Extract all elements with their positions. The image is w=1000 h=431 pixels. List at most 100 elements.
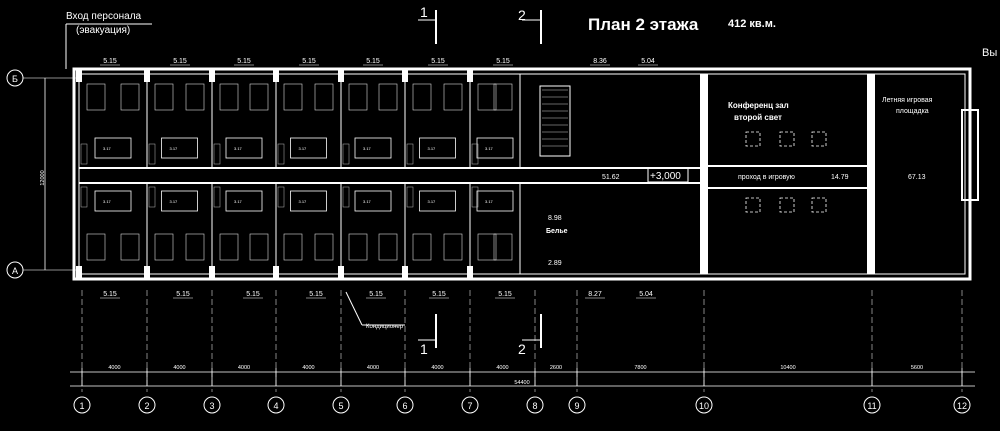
room-cell	[469, 182, 521, 275]
axis-bubble-10	[695, 396, 713, 414]
column-bottom	[209, 266, 215, 278]
axis-label-3: 3	[209, 401, 214, 411]
dim-value: 4000	[496, 365, 508, 371]
bed-right	[120, 233, 140, 261]
room-cell	[146, 182, 213, 275]
bath-area: 3.17	[428, 146, 437, 151]
column-bottom	[144, 266, 150, 278]
bed-left	[348, 233, 368, 261]
dim-value: 4000	[173, 365, 185, 371]
passage-area: 14.79	[831, 174, 849, 181]
section-cut-1-bottom: 1	[420, 341, 428, 357]
bed-left	[348, 83, 368, 111]
room-area-top: 5.04	[641, 58, 655, 65]
axis-bubble-11	[863, 396, 881, 414]
wardrobe	[471, 143, 479, 165]
room-area-bottom: 5.15	[246, 291, 260, 298]
bed-left	[154, 83, 174, 111]
linen-area: 8.98	[548, 215, 562, 222]
bath-area: 3.17	[363, 199, 372, 204]
dim-value: 4000	[238, 365, 250, 371]
dim-value: 4000	[302, 365, 314, 371]
room-area-top: 5.15	[103, 58, 117, 65]
section-cut-2-bottom: 2	[518, 341, 526, 357]
axis-label-8: 8	[532, 401, 537, 411]
bath-area: 3.17	[299, 199, 308, 204]
axis-label-9: 9	[574, 401, 579, 411]
axis-bubble-12	[953, 396, 971, 414]
bath-area: 3.17	[103, 199, 112, 204]
axis-bubble-9	[568, 396, 586, 414]
row-bubble-А	[6, 261, 24, 279]
room-cell	[146, 73, 213, 169]
axis-bubble-6	[396, 396, 414, 414]
bed-right	[378, 233, 398, 261]
axis-label-11: 11	[867, 401, 876, 411]
bed-right	[120, 83, 140, 111]
bathroom-block	[290, 137, 327, 159]
column-top	[76, 70, 82, 82]
dim-value: 7800	[634, 365, 646, 371]
room-area-bottom: 5.04	[639, 291, 653, 298]
axis-bubble-7	[461, 396, 479, 414]
room-area-bottom: 5.15	[176, 291, 190, 298]
axis-label-7: 7	[467, 401, 472, 411]
bed-left	[86, 83, 106, 111]
bath-area: 3.17	[485, 199, 494, 204]
room-cell	[275, 73, 342, 169]
wardrobe	[342, 143, 350, 165]
bathroom-block	[94, 137, 132, 159]
plan-title: План 2 этажа	[588, 15, 699, 34]
room-cell	[211, 182, 277, 275]
height-dim: 12000	[40, 170, 46, 185]
column-bottom	[76, 266, 82, 278]
room-area-bottom: 5.15	[498, 291, 512, 298]
bed-left	[412, 83, 432, 111]
bathroom-block	[161, 137, 198, 159]
inner-wall-line	[78, 73, 966, 275]
axis-label-5: 5	[338, 401, 343, 411]
bathroom-block	[94, 190, 132, 212]
wardrobe	[80, 186, 88, 208]
bath-area: 3.17	[299, 146, 308, 151]
bathroom-block	[419, 137, 456, 159]
entrance-label: Вход персонала	[66, 11, 142, 22]
room-cell	[340, 182, 406, 275]
room-cell	[78, 73, 148, 169]
axis-label-4: 4	[273, 401, 278, 411]
bed-right	[249, 83, 269, 111]
axis-bubble-8	[526, 396, 544, 414]
column-bottom	[338, 266, 344, 278]
section-cut-1-top: 1	[420, 4, 428, 20]
room-cell	[275, 182, 342, 275]
labels-layer: План 2 этажа 412 кв.м. Вход персонала (э…	[65, 4, 997, 357]
axis-label-1: 1	[79, 401, 84, 411]
ceiling-light	[779, 131, 795, 147]
room-area-top: 5.15	[496, 58, 510, 65]
bed-right	[443, 233, 463, 261]
room-area-top: 5.15	[173, 58, 187, 65]
right-stair	[961, 109, 979, 201]
room-cell	[211, 73, 277, 169]
room-cell	[469, 73, 521, 169]
row-label-А: А	[12, 266, 18, 276]
hall-divider-11	[867, 74, 875, 274]
axis-bubble-5	[332, 396, 350, 414]
bed-right	[493, 233, 513, 261]
room-area-bottom: 5.15	[369, 291, 383, 298]
wardrobe	[471, 186, 479, 208]
bed-left	[477, 233, 497, 261]
bathroom-block	[161, 190, 198, 212]
wardrobe	[342, 186, 350, 208]
axis-bubble-1	[73, 396, 91, 414]
main-stair	[539, 85, 571, 157]
wardrobe	[148, 143, 156, 165]
room-area-top: 5.15	[302, 58, 316, 65]
column-top	[273, 70, 279, 82]
bed-right	[185, 83, 205, 111]
play-area-label: Летняя игровая	[882, 97, 933, 104]
dim-value: 4000	[108, 365, 120, 371]
bed-right	[249, 233, 269, 261]
row-bubble-Б	[6, 69, 24, 87]
